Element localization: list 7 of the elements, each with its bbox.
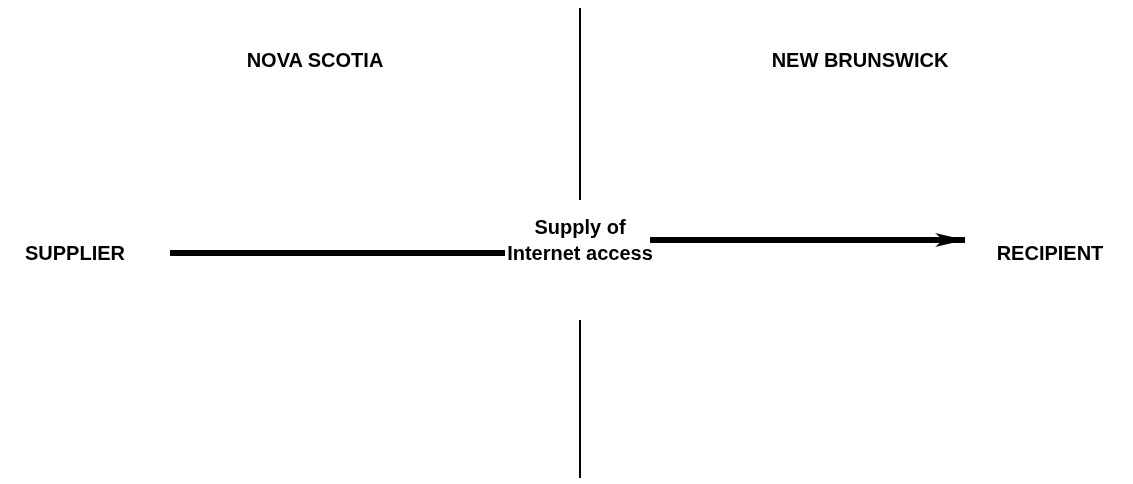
connector-line — [170, 250, 505, 256]
party-label: SUPPLIER — [10, 240, 140, 266]
arrow — [650, 233, 965, 247]
supply-label: Supply of Internet access — [505, 214, 655, 266]
region-heading: NEW BRUNSWICK — [770, 48, 950, 73]
party-label: RECIPIENT — [975, 240, 1125, 266]
region-heading: NOVA SCOTIA — [245, 48, 385, 73]
